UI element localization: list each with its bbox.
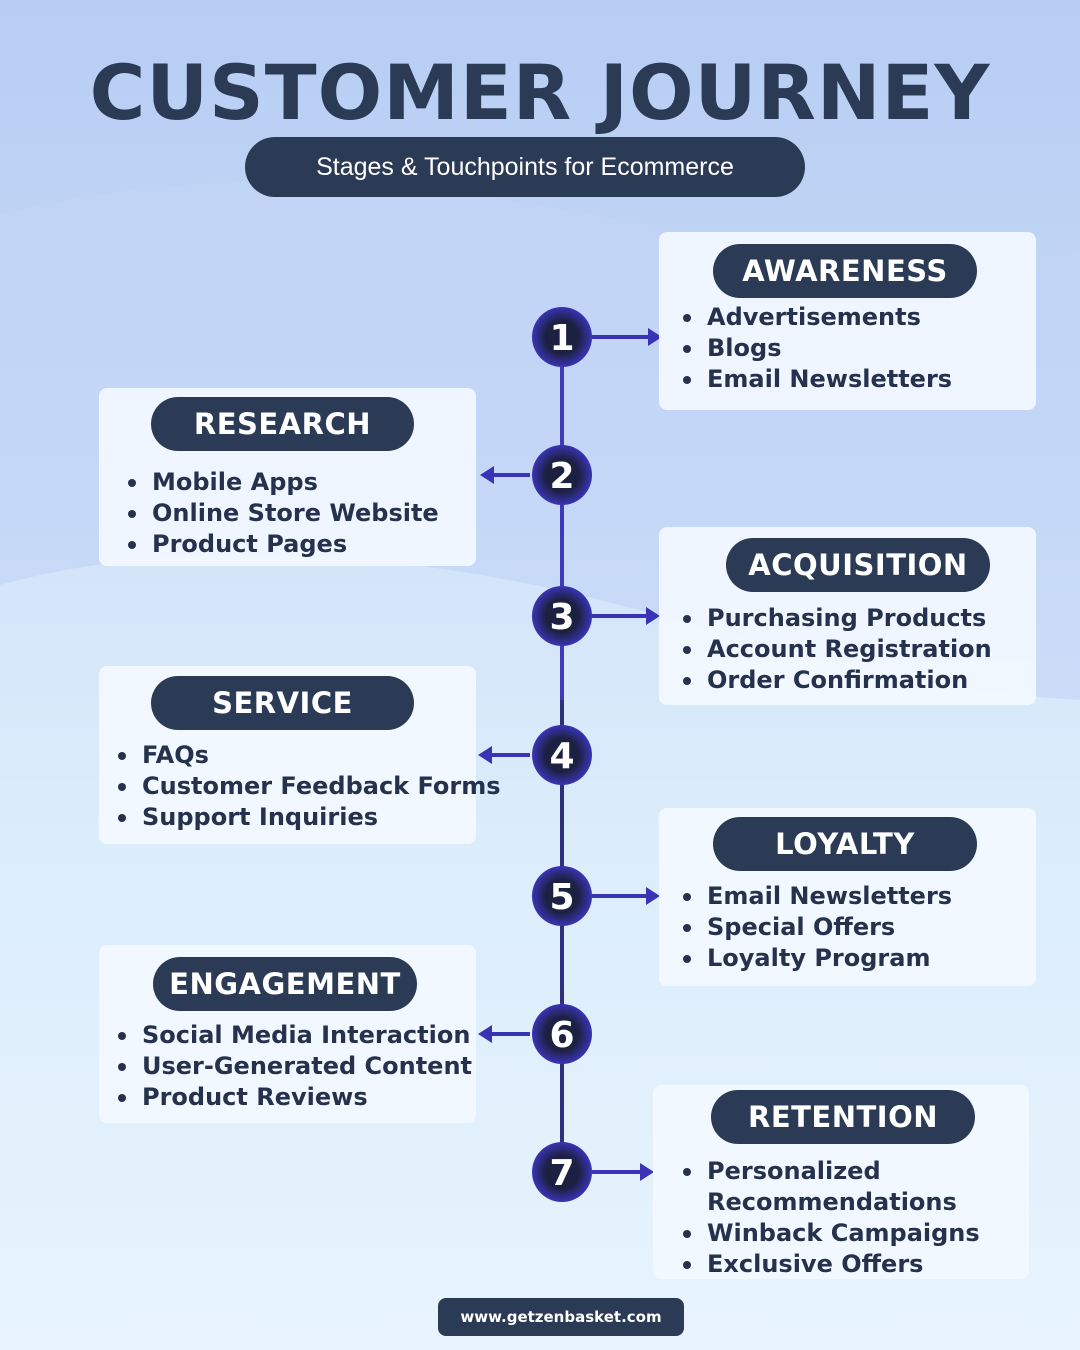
list-item: Advertisements — [681, 302, 952, 333]
stage-label-acquisition: ACQUISITION — [726, 538, 990, 592]
stage-items-engagement: Social Media Interaction User-Generated … — [116, 1020, 472, 1113]
node-number: 6 — [549, 1015, 574, 1056]
list-item: Email Newsletters — [681, 364, 952, 395]
stage-items-research: Mobile Apps Online Store Website Product… — [126, 467, 439, 560]
node-number: 4 — [549, 736, 574, 777]
website-link[interactable]: www.getzenbasket.com — [438, 1298, 684, 1336]
node-7: 7 — [532, 1142, 592, 1202]
list-item: Mobile Apps — [126, 467, 439, 498]
arrow-2 — [480, 466, 530, 484]
list-item: Account Registration — [681, 634, 992, 665]
stage-label-engagement: ENGAGEMENT — [153, 957, 417, 1011]
stage-items-retention: Personalized Recommendations Winback Cam… — [681, 1156, 980, 1280]
node-number: 1 — [549, 318, 574, 359]
arrow-5 — [592, 887, 660, 905]
list-item-continuation: Recommendations — [707, 1188, 957, 1216]
node-3: 3 — [532, 586, 592, 646]
list-item: Product Reviews — [116, 1082, 472, 1113]
list-item: Special Offers — [681, 912, 952, 943]
list-item: Online Store Website — [126, 498, 439, 529]
arrow-3 — [592, 607, 660, 625]
list-item: Personalized — [681, 1156, 980, 1187]
stage-label-retention: RETENTION — [711, 1090, 975, 1144]
list-item: Email Newsletters — [681, 881, 952, 912]
list-item: FAQs — [116, 740, 501, 771]
list-item: Customer Feedback Forms — [116, 771, 501, 802]
list-item: Support Inquiries — [116, 802, 501, 833]
list-item: Purchasing Products — [681, 603, 992, 634]
list-item: Blogs — [681, 333, 952, 364]
stage-items-loyalty: Email Newsletters Special Offers Loyalty… — [681, 881, 952, 974]
stage-items-acquisition: Purchasing Products Account Registration… — [681, 603, 992, 696]
node-number: 3 — [549, 597, 574, 638]
arrow-1 — [592, 328, 662, 346]
arrow-6 — [478, 1025, 530, 1043]
node-2: 2 — [532, 445, 592, 505]
arrow-7 — [592, 1163, 654, 1181]
list-item: User-Generated Content — [116, 1051, 472, 1082]
list-item: Social Media Interaction — [116, 1020, 472, 1051]
stage-label-awareness: AWARENESS — [713, 244, 977, 298]
node-4: 4 — [532, 725, 592, 785]
node-number: 2 — [549, 456, 574, 497]
arrow-4 — [478, 746, 530, 764]
node-1: 1 — [532, 307, 592, 367]
list-item: Product Pages — [126, 529, 439, 560]
stage-items-awareness: Advertisements Blogs Email Newsletters — [681, 302, 952, 395]
stage-label-research: RESEARCH — [151, 397, 414, 451]
list-item: Order Confirmation — [681, 665, 992, 696]
list-item: Winback Campaigns — [681, 1218, 980, 1249]
stage-label-service: SERVICE — [151, 676, 414, 730]
node-number: 7 — [549, 1153, 574, 1194]
page-title: CUSTOMER JOURNEY — [89, 48, 991, 137]
subtitle-banner: Stages & Touchpoints for Ecommerce — [245, 137, 805, 197]
stage-label-loyalty: LOYALTY — [713, 817, 977, 871]
list-item: Exclusive Offers — [681, 1249, 980, 1280]
node-6: 6 — [532, 1004, 592, 1064]
node-5: 5 — [532, 866, 592, 926]
stage-items-service: FAQs Customer Feedback Forms Support Inq… — [116, 740, 501, 833]
list-item: Loyalty Program — [681, 943, 952, 974]
node-number: 5 — [549, 877, 574, 918]
